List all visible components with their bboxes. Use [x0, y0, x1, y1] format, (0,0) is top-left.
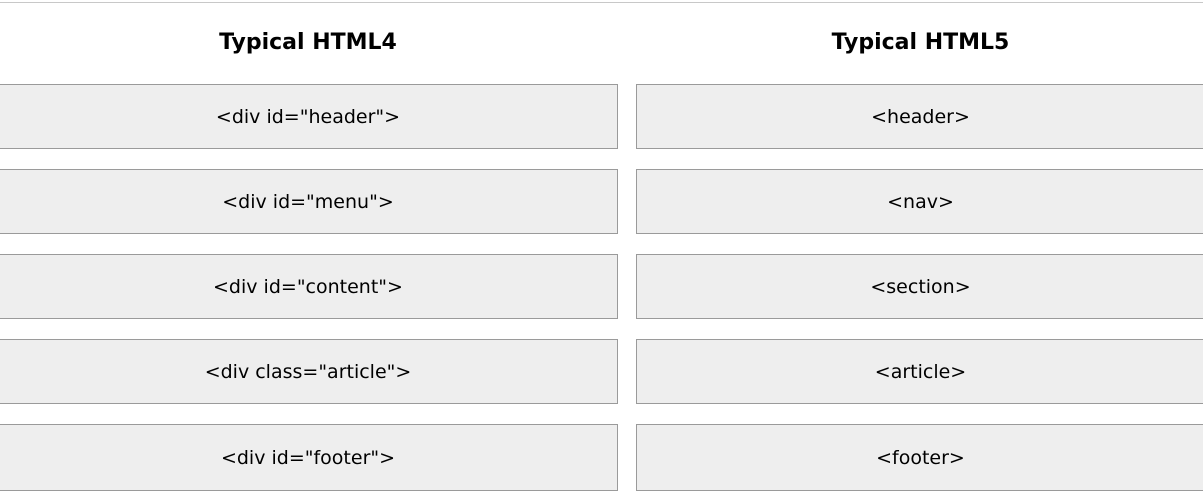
html4-header-box: <div id="header"> — [0, 84, 618, 149]
html5-footer-box: <footer> — [636, 424, 1203, 491]
html4-article-box: <div class="article"> — [0, 339, 618, 404]
html4-column: Typical HTML4 <div id="header"> <div id=… — [0, 30, 618, 491]
html5-section-box: <section> — [636, 254, 1203, 319]
html4-footer-box: <div id="footer"> — [0, 424, 618, 491]
html5-article-box: <article> — [636, 339, 1203, 404]
top-divider — [0, 2, 1203, 3]
html5-nav-box: <nav> — [636, 169, 1203, 234]
html4-content-box: <div id="content"> — [0, 254, 618, 319]
html4-column-title: Typical HTML4 — [219, 30, 397, 55]
html5-column: Typical HTML5 <header> <nav> <section> <… — [636, 0, 1203, 495]
html5-header-box: <header> — [636, 84, 1203, 149]
html5-column-title: Typical HTML5 — [831, 30, 1010, 55]
html4-menu-box: <div id="menu"> — [0, 169, 618, 234]
